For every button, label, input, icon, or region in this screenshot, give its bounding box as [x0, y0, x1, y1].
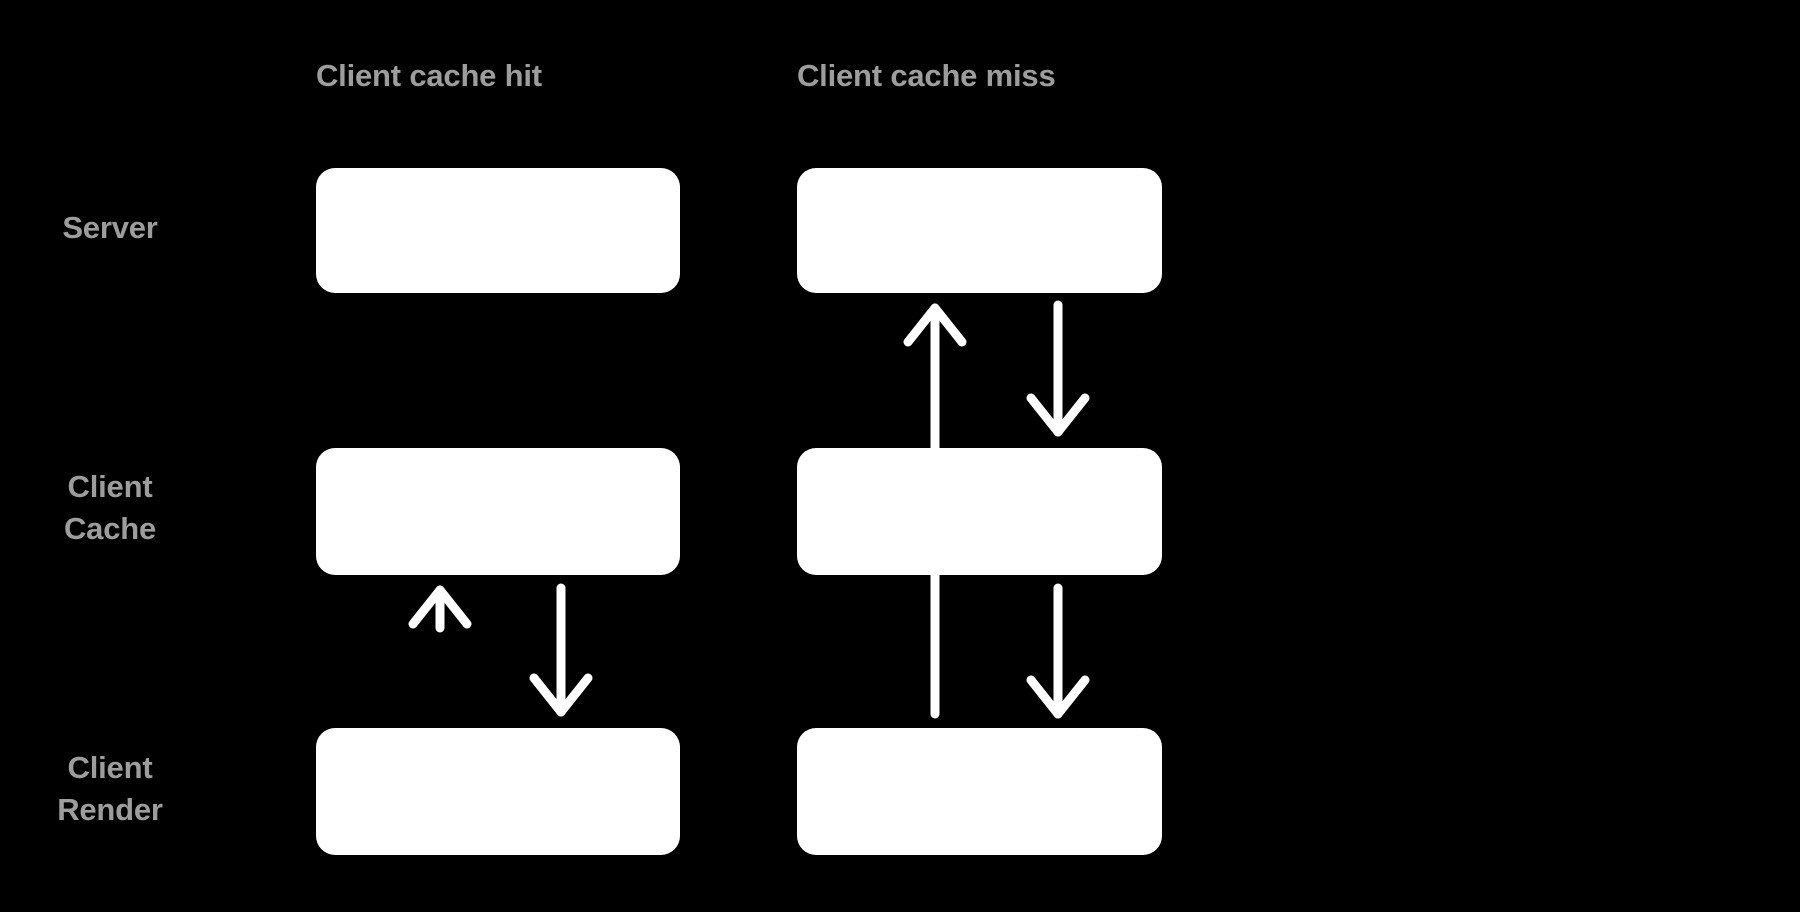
- node-miss-render[interactable]: [797, 728, 1162, 855]
- node-hit-cache[interactable]: [316, 448, 680, 575]
- column-header-client-cache-miss: Client cache miss: [797, 58, 1056, 93]
- row-label-server: Server: [62, 210, 158, 245]
- node-miss-cache[interactable]: [797, 448, 1162, 575]
- arrow-hit-render-to-cache: [408, 585, 472, 633]
- node-hit-render[interactable]: [316, 728, 680, 855]
- arrow-miss-cache-to-render: [1026, 583, 1090, 719]
- arrow-miss-server-to-cache: [1026, 300, 1090, 437]
- arrow-hit-cache-to-render: [529, 583, 593, 717]
- column-header-client-cache-hit: Client cache hit: [316, 58, 542, 93]
- node-hit-server[interactable]: [316, 168, 680, 293]
- node-miss-server[interactable]: [797, 168, 1162, 293]
